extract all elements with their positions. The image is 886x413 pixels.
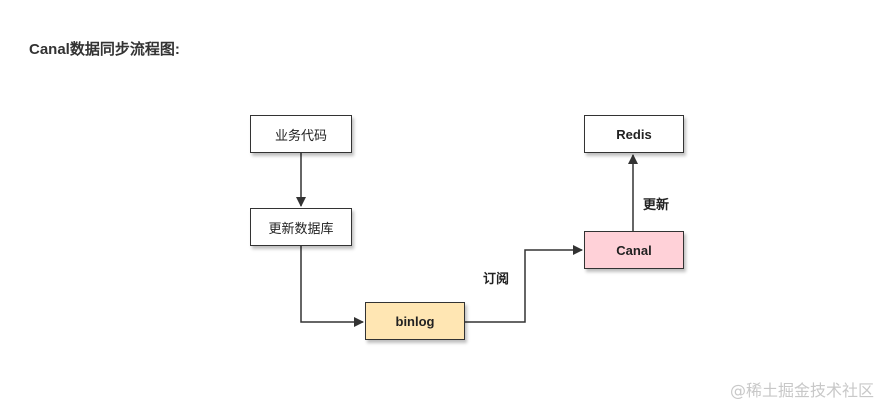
node-update-database-label: 更新数据库	[268, 220, 334, 236]
node-redis-label: Redis	[616, 126, 652, 142]
watermark: @稀土掘金技术社区	[729, 381, 874, 400]
node-business-code: 业务代码	[250, 115, 352, 153]
node-business-code-label: 业务代码	[274, 127, 327, 143]
node-redis: Redis	[584, 115, 684, 153]
node-update-database: 更新数据库	[250, 208, 352, 246]
edge-binlog-to-canal	[465, 245, 583, 323]
edge-label-subscribe: 订阅	[483, 271, 510, 286]
node-binlog: binlog	[365, 302, 465, 340]
edge-db-to-binlog	[300, 246, 364, 327]
edge-label-update: 更新	[643, 197, 670, 212]
page-title: Canal数据同步流程图:	[29, 41, 180, 58]
node-canal: Canal	[584, 231, 684, 269]
node-canal-label: Canal	[616, 242, 652, 258]
node-binlog-label: binlog	[395, 313, 435, 329]
